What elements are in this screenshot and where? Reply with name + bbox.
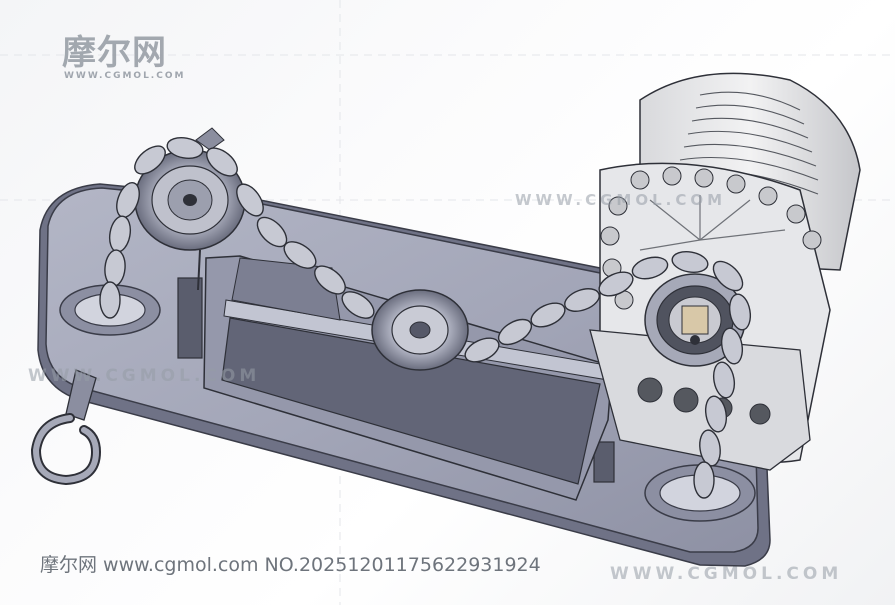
watermark-site-2: WWW.CGMOL.COM bbox=[28, 366, 261, 386]
watermark-id-line: 摩尔网 www.cgmol.com NO.2025120117562293192… bbox=[40, 554, 541, 576]
watermark-logo-subtext: WWW.CGMOL.COM bbox=[64, 71, 186, 81]
right-sprocket bbox=[644, 273, 746, 367]
hook bbox=[30, 369, 102, 486]
left-sprocket bbox=[134, 127, 246, 291]
middle-pulley bbox=[371, 289, 469, 371]
watermark-logo: 摩尔网 bbox=[62, 33, 167, 73]
watermark-site-3: WWW.CGMOL.COM bbox=[610, 564, 843, 584]
chain bbox=[99, 136, 752, 499]
watermark-site-1: WWW.CGMOL.COM bbox=[515, 191, 727, 209]
motor-assembly bbox=[589, 72, 861, 471]
